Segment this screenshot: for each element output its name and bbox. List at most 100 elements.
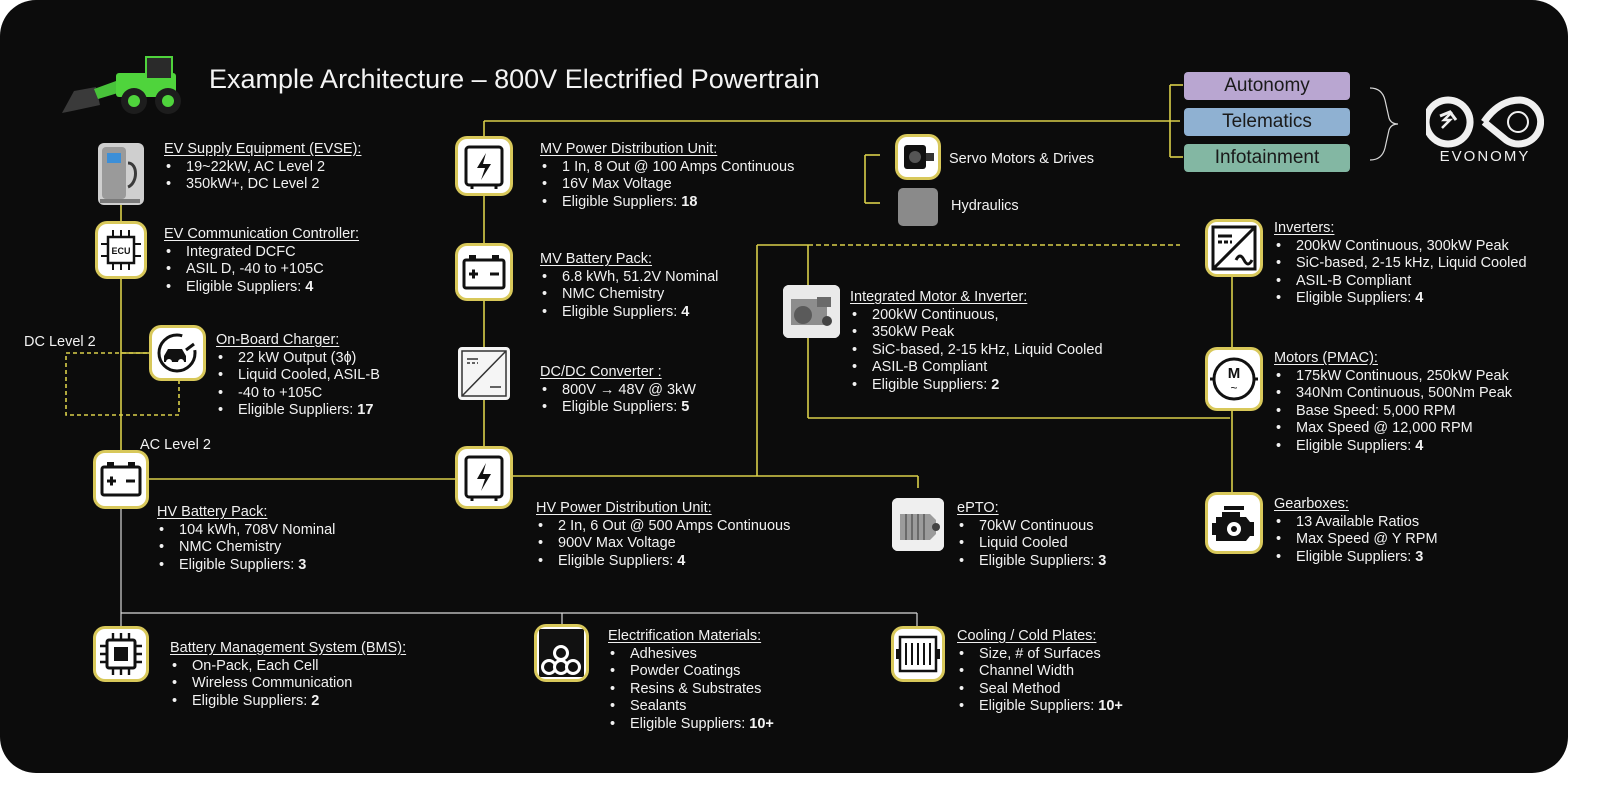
spec-text: 1 In, 8 Out @ 100 Amps Continuous xyxy=(562,158,795,175)
ecc-block: EV Communication Controller:Integrated D… xyxy=(164,226,359,296)
spec-item: Integrated DCFC xyxy=(164,244,359,262)
component-title: HV Power Distribution Unit: xyxy=(536,500,712,516)
spec-text: 200kW Continuous, xyxy=(872,306,999,323)
supplier-count: 17 xyxy=(357,402,374,418)
motors-block: Motors (PMAC): 175kW Continuous, 250kW Pe… xyxy=(1274,350,1512,455)
spec-item: Size, # of Surfaces xyxy=(957,646,1123,664)
spec-item: 16V Max Voltage xyxy=(540,176,794,194)
supplier-count: 18 xyxy=(681,193,698,210)
motor-inverter-block: Integrated Motor & Inverter:200kW Contin… xyxy=(850,289,1103,394)
spec-item: ASIL D, -40 to +105C xyxy=(164,261,359,279)
spec-text: 350kW Peak xyxy=(872,324,955,340)
component-title: EV Supply Equipment (EVSE): xyxy=(164,141,362,157)
supplier-count: 2 xyxy=(311,692,320,709)
bms-block: Battery Management System (BMS):On-Pack,… xyxy=(170,640,406,710)
svg-text:~: ~ xyxy=(1230,381,1237,395)
epto-motor-photo-icon xyxy=(892,498,944,551)
mv-battery-block: MV Battery Pack:6.8 kWh, 51.2V NominalNM… xyxy=(540,251,718,321)
spec-item: 22 kW Output (3ɸ) xyxy=(216,350,380,368)
inverters-block: Inverters:200kW Continuous, 300kW PeakSi… xyxy=(1274,220,1527,308)
spec-text: 22 kW Output (3ɸ) xyxy=(238,349,357,366)
spec-text: Eligible Suppliers: xyxy=(179,556,299,573)
telematics-pill: Telematics xyxy=(1184,108,1350,136)
spec-text: Adhesives xyxy=(630,645,697,662)
spec-list: 19~22kW, AC Level 2350kW+, DC Level 2 xyxy=(164,159,361,194)
spec-text: Resins & Substrates xyxy=(630,680,762,697)
spec-text: 70kW Continuous xyxy=(979,517,1094,534)
spec-list: 1 In, 8 Out @ 100 Amps Continuous16V Max… xyxy=(540,159,794,212)
autonomy-pill: Autonomy xyxy=(1184,72,1350,100)
component-title: MV Power Distribution Unit: xyxy=(540,141,718,157)
spec-text: Wireless Communication xyxy=(192,675,353,691)
spec-item: Eligible Suppliers: 4 xyxy=(164,279,359,297)
spec-item: 13 Available Ratios xyxy=(1274,514,1438,532)
spec-item: 2 In, 6 Out @ 500 Amps Continuous xyxy=(536,518,790,536)
supplier-count: 2 xyxy=(991,376,1000,393)
spec-item: Sealants xyxy=(608,698,774,716)
spec-text: Eligible Suppliers: xyxy=(1296,290,1416,306)
spec-list: Size, # of SurfacesChannel WidthSeal Met… xyxy=(957,646,1123,716)
power-distribution-icon xyxy=(458,449,510,506)
component-title: Electrification Materials: xyxy=(608,628,762,644)
supplier-count: 4 xyxy=(1415,290,1424,306)
spec-text: Integrated DCFC xyxy=(186,243,296,260)
spec-text: Eligible Suppliers: xyxy=(1296,548,1416,565)
spec-text: Eligible Suppliers: xyxy=(562,303,682,320)
car-charging-icon xyxy=(152,328,203,378)
spec-text: Base Speed: 5,000 RPM xyxy=(1296,402,1456,419)
component-title: MV Battery Pack: xyxy=(540,251,653,267)
hydraulics-label: Hydraulics xyxy=(951,198,1019,214)
hv-battery-block: HV Battery Pack:104 kWh, 708V NominalNMC… xyxy=(157,504,335,574)
spec-text: Eligible Suppliers: xyxy=(186,278,306,295)
cold-plate-icon xyxy=(894,629,942,679)
spec-list: 200kW Continuous,350kW PeakSiC-based, 2-… xyxy=(850,307,1103,395)
infotainment-pill: Infotainment xyxy=(1184,144,1350,172)
spec-item: Eligible Suppliers: 10+ xyxy=(608,716,774,734)
spec-text: NMC Chemistry xyxy=(179,539,282,555)
obc-block: On-Board Charger:22 kW Output (3ɸ)Liquid… xyxy=(216,332,380,420)
component-title: DC/DC Converter : xyxy=(540,364,662,380)
spec-item: ASIL-B Compliant xyxy=(850,359,1103,377)
spec-text: 350kW+, DC Level 2 xyxy=(186,176,320,192)
spec-text: ASIL D, -40 to +105C xyxy=(186,261,324,277)
supplier-count: 3 xyxy=(1098,552,1107,569)
spec-item: 6.8 kWh, 51.2V Nominal xyxy=(540,269,718,287)
hv-pdu-block: HV Power Distribution Unit: 2 In, 6 Out @… xyxy=(536,500,790,570)
component-title: Gearboxes: xyxy=(1274,496,1349,512)
evse-block: EV Supply Equipment (EVSE): 19~22kW, AC L… xyxy=(164,141,361,194)
evonomy-logo: EVONOMY xyxy=(1422,94,1545,166)
spec-item: SiC-based, 2-15 kHz, Liquid Cooled xyxy=(1274,255,1527,273)
component-title: ePTO: xyxy=(957,500,999,516)
spec-text: Eligible Suppliers: xyxy=(558,552,678,569)
spec-list: 175kW Continuous, 250kW Peak340Nm Contin… xyxy=(1274,368,1512,456)
spec-text: 13 Available Ratios xyxy=(1296,513,1420,530)
spec-item: 70kW Continuous xyxy=(957,518,1106,536)
hydraulics-icon xyxy=(898,188,938,226)
brand-name: EVONOMY xyxy=(1439,148,1531,165)
component-title: Cooling / Cold Plates: xyxy=(957,628,1097,644)
supplier-count: 4 xyxy=(305,278,314,295)
spec-item: Liquid Cooled xyxy=(957,535,1106,553)
spec-text: Eligible Suppliers: xyxy=(872,376,992,393)
dc-dc-converter-icon xyxy=(458,347,510,400)
spec-item: Eligible Suppliers: 2 xyxy=(170,693,406,711)
spec-item: 350kW+, DC Level 2 xyxy=(164,176,361,194)
spec-text: 6.8 kWh, 51.2V Nominal xyxy=(562,268,719,285)
spec-item: Eligible Suppliers: 3 xyxy=(157,557,335,575)
spec-text: Eligible Suppliers: xyxy=(1296,437,1416,454)
spec-text: Liquid Cooled xyxy=(979,535,1068,551)
spec-item: Wireless Communication xyxy=(170,675,406,693)
spec-item: 340Nm Continuous, 500Nm Peak xyxy=(1274,385,1512,403)
spec-item: 19~22kW, AC Level 2 xyxy=(164,159,361,177)
dc-level-2-label: DC Level 2 xyxy=(24,334,96,350)
spec-list: 104 kWh, 708V NominalNMC ChemistryEligib… xyxy=(157,522,335,575)
spec-item: Eligible Suppliers: 5 xyxy=(540,399,696,417)
spec-item: Eligible Suppliers: 4 xyxy=(1274,438,1512,456)
spec-text: NMC Chemistry xyxy=(562,286,665,302)
spec-text: 16V Max Voltage xyxy=(562,176,672,192)
motor-inverter-photo-icon xyxy=(783,285,840,338)
component-title: Motors (PMAC): xyxy=(1274,350,1378,366)
engine-gear-icon xyxy=(1208,495,1260,551)
battery-icon xyxy=(96,453,146,506)
ac-level-2-label: AC Level 2 xyxy=(140,437,211,453)
